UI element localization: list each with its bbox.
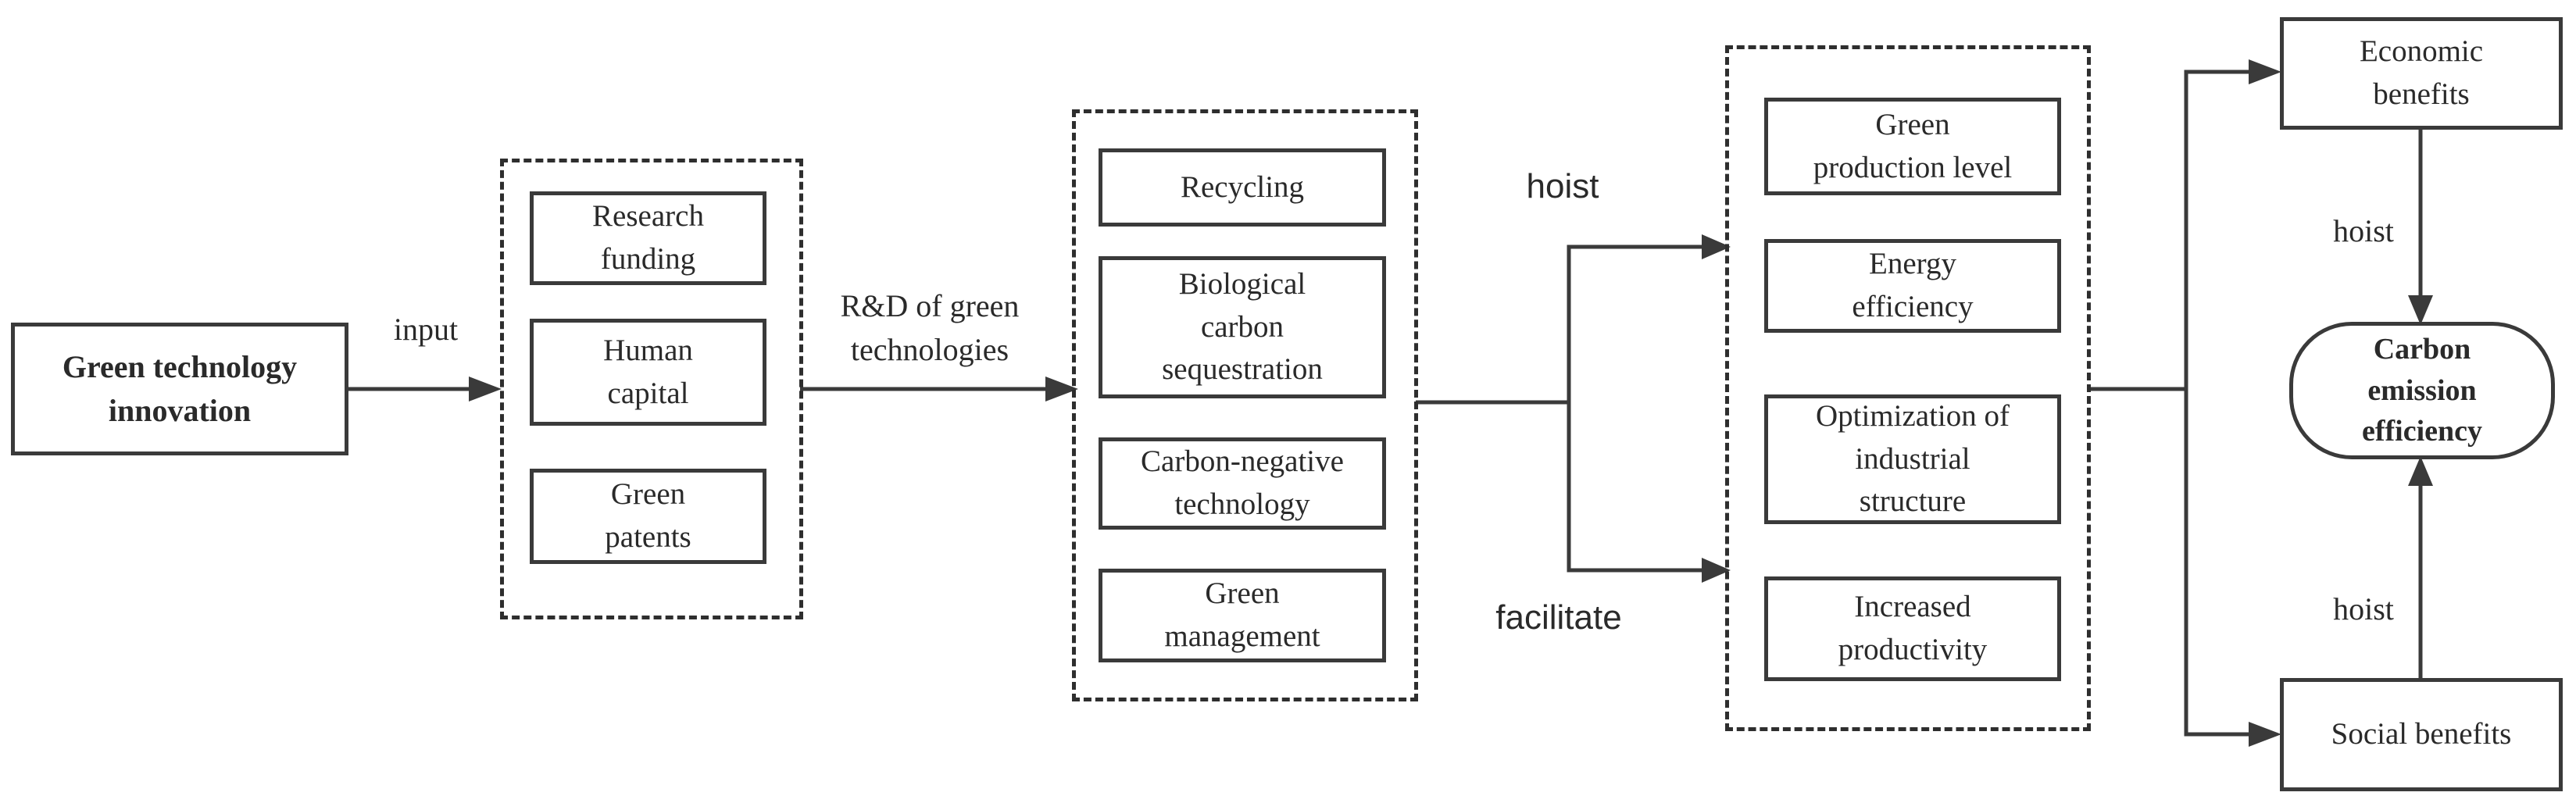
edge-label-hoist-social: hoist <box>2333 591 2394 626</box>
edge-label-hoist-economic: hoist <box>2333 213 2394 248</box>
node-carbon-negative-technology: Carbon-negative technology <box>1099 437 1386 530</box>
node-green-management: Green management <box>1099 569 1386 662</box>
node-human-capital: Human capital <box>530 319 766 426</box>
node-green-technology-innovation: Green technology innovation <box>11 323 348 455</box>
arrow-to-economic <box>2184 70 2249 389</box>
node-recycling: Recycling <box>1099 148 1386 227</box>
node-carbon-emission-efficiency: Carbon emission efficiency <box>2289 322 2555 459</box>
arrowhead-social <box>2249 722 2281 747</box>
arrowhead-economic-target <box>2408 295 2433 325</box>
edge-label-input: input <box>393 312 459 347</box>
node-biological-carbon-sequestration: Biological carbon sequestration <box>1099 256 1386 398</box>
arrowhead-rd <box>1045 377 1078 402</box>
node-research-funding: Research funding <box>530 191 766 285</box>
node-green-patents: Green patents <box>530 469 766 564</box>
node-energy-efficiency: Energy efficiency <box>1764 239 2061 333</box>
group-rd-methods <box>1072 109 1418 701</box>
group-inputs <box>500 159 803 619</box>
edge-label-hoist-top: hoist <box>1526 167 1599 205</box>
group-effects <box>1725 45 2091 731</box>
node-increased-productivity: Increased productivity <box>1764 576 2061 681</box>
arrowhead-facilitate <box>1702 558 1731 583</box>
node-social-benefits: Social benefits <box>2280 678 2563 791</box>
arrowhead-economic <box>2249 59 2281 84</box>
node-green-production-level: Green production level <box>1764 98 2061 195</box>
arrow-hoist-branch <box>1567 244 1707 402</box>
arrowhead-inputs <box>469 377 502 402</box>
arrow-to-social <box>2184 389 2249 737</box>
edge-label-facilitate: facilitate <box>1495 598 1622 637</box>
edge-label-rd-green-technologies: R&D of green technologies <box>840 288 1020 367</box>
arrowhead-hoist <box>1702 234 1731 259</box>
arrowhead-social-target <box>2408 456 2433 486</box>
node-optimization-industrial-structure: Optimization of industrial structure <box>1764 394 2061 524</box>
node-economic-benefits: Economic benefits <box>2280 17 2563 130</box>
arrow-facilitate-branch <box>1567 402 1707 573</box>
